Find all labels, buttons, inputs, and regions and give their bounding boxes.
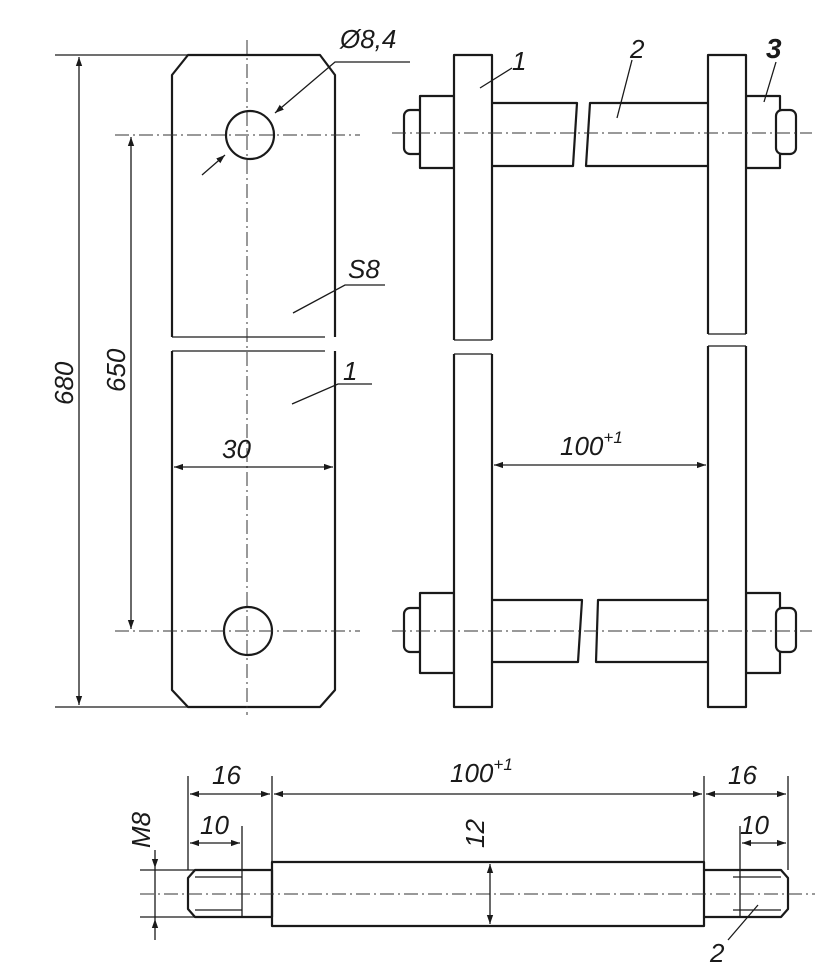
- thickness-label: S8: [348, 254, 380, 284]
- bottom-bolt: [402, 591, 798, 675]
- hole-diameter-label: Ø8,4: [339, 24, 396, 54]
- plate-part-1-label: 1: [343, 356, 357, 386]
- bolt-part-2-label: 2: [709, 938, 725, 968]
- left-plate-edge: [448, 53, 498, 709]
- plate-front-view: [115, 40, 360, 715]
- assembly-side-view: [392, 53, 812, 709]
- gap-label: 100+1: [560, 428, 623, 461]
- bolt-thread-left-label: 10: [200, 810, 229, 840]
- side-part-1-label: 1: [512, 46, 526, 76]
- thread-size-label: M8: [126, 811, 156, 848]
- bolt-body-length-tolerance: +1: [493, 755, 512, 774]
- right-plate-edge: [702, 53, 752, 709]
- hole-diameter-callout: Ø8,4: [201, 24, 410, 176]
- bolt-end-right-label: 16: [728, 760, 757, 790]
- plate-break-gap: [160, 337, 350, 351]
- hole-spacing-label: 650: [101, 348, 131, 392]
- total-length-label: 680: [49, 361, 79, 405]
- width-label: 30: [222, 434, 251, 464]
- plate-part-1-callout: 1: [291, 356, 372, 405]
- bolt-body-length-label: 100+1: [450, 755, 513, 788]
- thickness-callout: S8: [292, 254, 385, 314]
- hole-spacing-dimension: 650: [101, 137, 135, 629]
- gap-tolerance: +1: [603, 428, 622, 447]
- side-part-2-label: 2: [629, 34, 645, 64]
- bolt-thread-right-label: 10: [740, 810, 769, 840]
- side-part-3-label: 3: [766, 33, 782, 64]
- bolt-detail-view: [140, 860, 815, 928]
- gap-value: 100: [560, 431, 604, 461]
- plate-hole-top: [224, 109, 276, 161]
- bolt-diameter-label: 12: [460, 819, 490, 848]
- total-length-dimension: 680: [49, 54, 188, 708]
- gap-dimension: 100+1: [494, 428, 706, 469]
- bolt-end-left-label: 16: [212, 760, 241, 790]
- top-bolt: [402, 94, 798, 170]
- assembly-part-callouts: 1 2 3: [479, 33, 782, 119]
- bolt-body-length-value: 100: [450, 758, 494, 788]
- bolt-dimensions: 16 10 100+1 16 10 12 M8 2: [126, 755, 789, 968]
- width-dimension: 30: [174, 434, 333, 471]
